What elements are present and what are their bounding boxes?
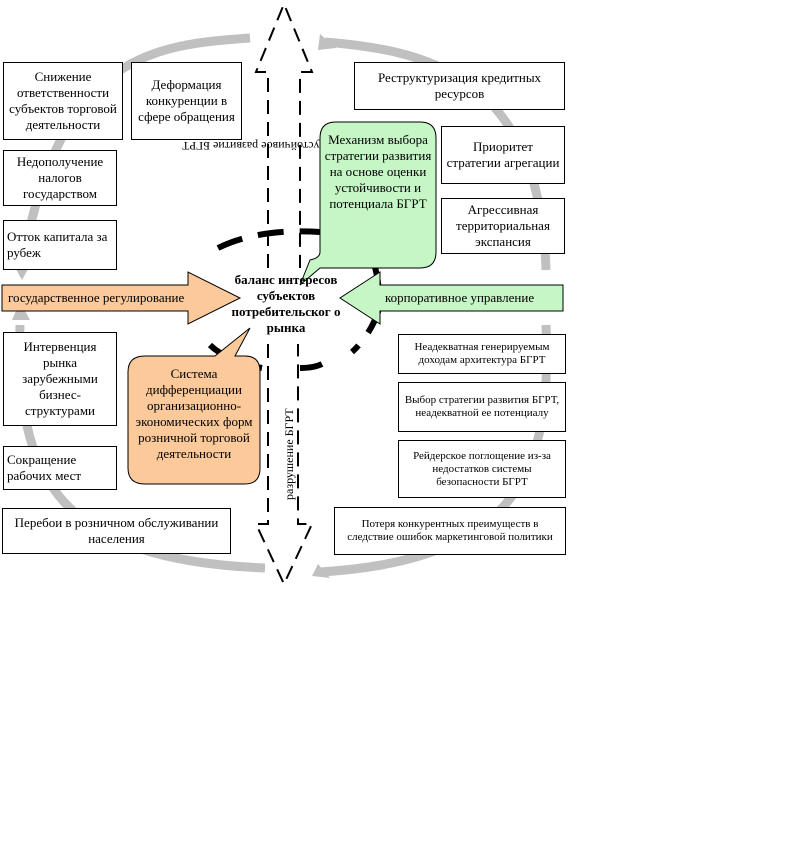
- right-box-aggregation: Приоритет стратегии агрегации: [441, 126, 565, 184]
- left-box-intervention: Интервенция рынка зарубежными бизнес-стр…: [3, 332, 117, 426]
- right-box-strategy: Выбор стратегии развития БГРТ, неадекват…: [398, 382, 566, 432]
- green-callout-text: Механизм выбора стратегии развития на ос…: [324, 132, 432, 211]
- right-box-marketing: Потеря конкурентных преимуществ в следст…: [334, 507, 566, 555]
- down-arrow: [254, 344, 314, 587]
- left-box-capital: Отток капитала за рубеж: [3, 220, 117, 270]
- right-box-expansion: Агрессивная территориальная экспансия: [441, 198, 565, 254]
- left-box-retail: Перебои в розничном обслуживании населен…: [2, 508, 231, 554]
- right-box-credit: Реструктуризация кредитных ресурсов: [354, 62, 565, 110]
- up-arrow-label: устойчивое развитие БГРТ: [182, 139, 320, 153]
- left-box-competition: Деформация конкуренции в сфере обращения: [131, 62, 242, 140]
- left-arrow-shape: [1, 271, 242, 325]
- center-balance-label: баланс интересов субъектов потребительск…: [231, 272, 341, 335]
- right-box-architecture: Неадекватная генерируемым доходам архите…: [398, 334, 566, 374]
- green-callout-shape: [299, 121, 437, 286]
- left-box-jobs: Сокращение рабочих мест: [3, 446, 117, 490]
- left-box-taxes: Недополучение налогов государством: [3, 150, 117, 206]
- left-box-responsibility: Снижение ответственности субъектов торго…: [3, 62, 123, 140]
- loop-bottom-right: [319, 324, 552, 577]
- right-arrow-label: корпоративное управление: [385, 290, 535, 305]
- down-arrow-label: разрушение БГРТ: [282, 408, 296, 500]
- right-arrow-shape: [339, 271, 564, 325]
- orange-callout-text: Система дифференциации организационно-эк…: [135, 366, 253, 461]
- orange-callout-shape: [127, 327, 261, 485]
- right-box-raider: Рейдерское поглощение из-за недостатков …: [398, 440, 566, 498]
- left-arrow-label: государственное регулирование: [8, 290, 185, 305]
